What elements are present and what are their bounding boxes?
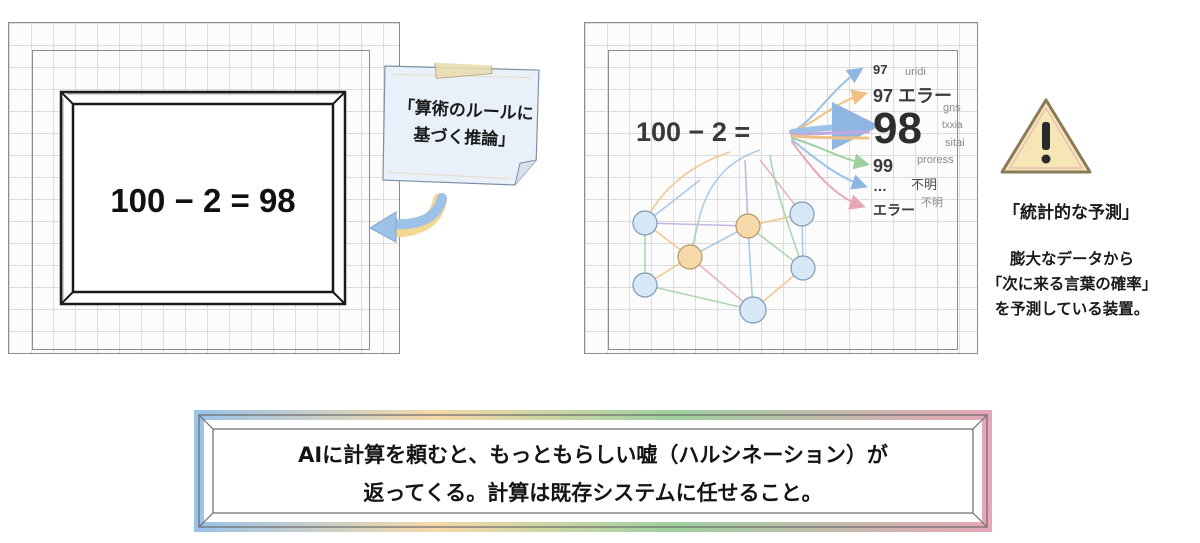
calculator-display-frame (59, 90, 347, 306)
candidate-99: 99 (873, 156, 894, 176)
warning-triangle-icon (1000, 98, 1092, 174)
rule-based-equation: 100 − 2 = 98 (110, 182, 296, 219)
noise-label: 不明 (911, 177, 938, 192)
noise-label: gns (943, 102, 961, 114)
noise-label: proress (917, 154, 954, 166)
rule-based-inner-frame (32, 50, 370, 350)
candidate-ellipsis: … (873, 178, 887, 194)
prediction-arrows (789, 67, 880, 210)
noise-label: sitai (945, 137, 965, 149)
conclusion-box-frame (194, 410, 992, 532)
return-arrow-icon (368, 193, 447, 243)
noise-label: uridi (905, 66, 926, 78)
conclusion-box (198, 414, 988, 528)
prediction-heading: 「統計的な予測」 (1003, 203, 1139, 223)
noise-label: 不明 (921, 197, 943, 209)
neural-network-icon (632, 149, 816, 324)
noise-label: txxia (942, 120, 963, 131)
conclusion-line-2: 返ってくる。計算は既存システムに任せること。 (363, 481, 823, 505)
statistical-inner-frame (608, 50, 958, 350)
statistical-equation: 100 − 2 = (636, 117, 751, 147)
candidate-97-error: 97 エラー (873, 86, 953, 106)
conclusion-line-1: AIに計算を頼むと、もっともらしい嘘（ハルシネーション）が (298, 443, 888, 467)
prediction-desc-3: を予測している装置。 (994, 300, 1150, 318)
candidate-error: エラー (873, 202, 915, 218)
prediction-desc-2: 「次に来る言葉の確率」 (986, 275, 1158, 293)
prediction-desc-1: 膨大なデータから (1009, 250, 1134, 268)
candidate-97-a: 97 (873, 62, 888, 77)
statistical-panel (584, 22, 978, 354)
candidate-98: 98 (873, 104, 922, 153)
sticky-note (375, 51, 545, 188)
